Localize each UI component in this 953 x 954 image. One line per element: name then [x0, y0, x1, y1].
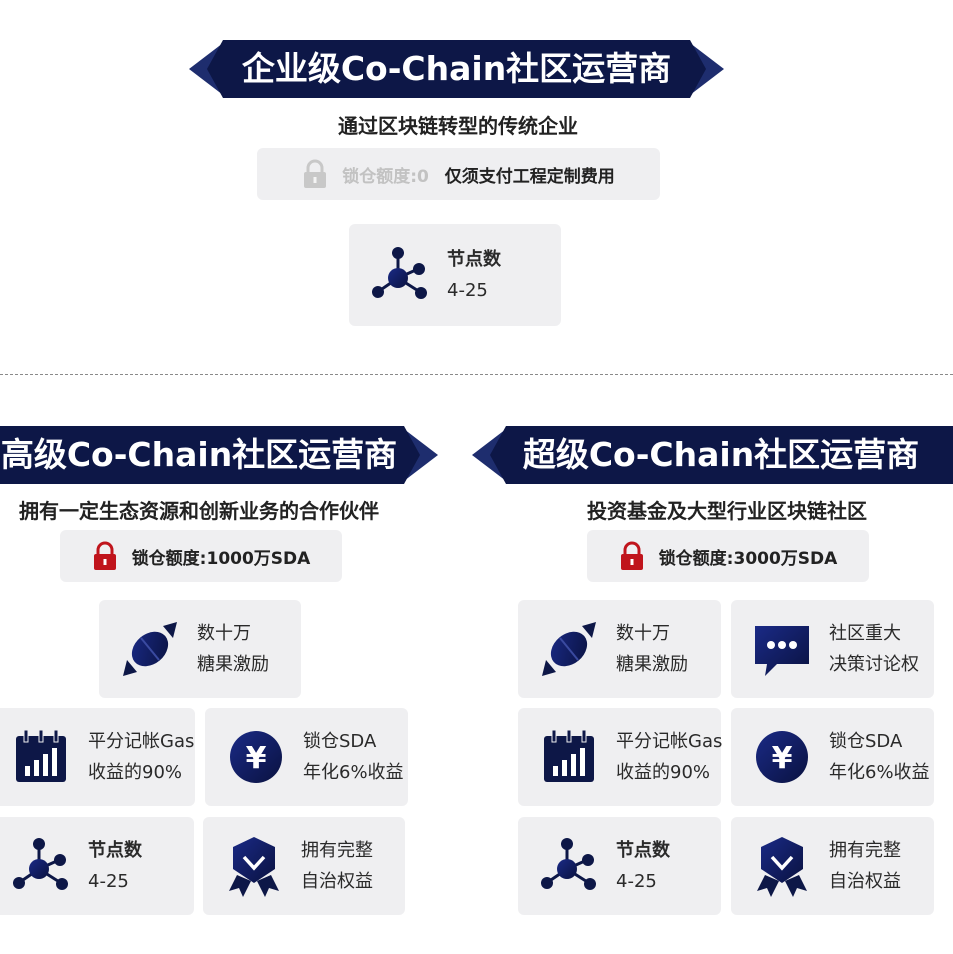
super-gas-line2: 收益的90% [616, 762, 711, 783]
badge-check-icon [757, 837, 807, 897]
super-subtitle: 投资基金及大型行业区块链社区 [587, 499, 867, 523]
calendar-chart-icon [544, 729, 594, 782]
super-vote-line2: 决策讨论权 [829, 654, 919, 675]
chat-bubble-icon [755, 626, 809, 676]
super-lock-sda-line1: 锁仓SDA [829, 731, 903, 752]
senior-nodes-card: 节点数 4-25 [0, 817, 194, 915]
senior-lock-box: 锁仓额度:1000万SDA [60, 530, 342, 582]
enterprise-lock-box: 锁仓额度:0 仅须支付工程定制费用 [257, 148, 660, 200]
candy-icon [542, 622, 596, 676]
padlock-icon [620, 541, 643, 570]
enterprise-nodes-card: 节点数 4-25 [349, 224, 561, 326]
svg-text:¥: ¥ [246, 741, 267, 776]
super-lock-label: 锁仓额度:3000万SDA [658, 548, 838, 569]
super-nodes-label: 节点数 [616, 840, 670, 861]
super-title-banner: 超级Co-Chain社区运营商 [472, 426, 953, 484]
senior-lock-sda-line2: 年化6%收益 [303, 762, 404, 783]
senior-autonomy-line1: 拥有完整 [301, 840, 373, 861]
calendar-chart-icon [16, 729, 66, 782]
senior-lock-sda-line1: 锁仓SDA [303, 731, 377, 752]
enterprise-nodes-value: 4-25 [447, 280, 488, 301]
senior-autonomy-card: 拥有完整 自治权益 [203, 817, 405, 915]
super-autonomy-line2: 自治权益 [829, 871, 901, 892]
senior-lock-label: 锁仓额度:1000万SDA [131, 548, 311, 569]
super-lock-box: 锁仓额度:3000万SDA [587, 530, 869, 582]
senior-autonomy-line2: 自治权益 [301, 871, 373, 892]
svg-text:¥: ¥ [772, 741, 793, 776]
candy-icon [123, 622, 177, 676]
senior-candy-line1: 数十万 [197, 623, 251, 644]
super-nodes-card: 节点数 4-25 [518, 817, 721, 915]
senior-candy-card: 数十万 糖果激励 [99, 600, 301, 698]
super-lock-sda-line2: 年化6%收益 [829, 762, 930, 783]
padlock-icon [304, 159, 327, 188]
senior-title: 高级Co-Chain社区运营商 [0, 426, 420, 484]
enterprise-title-banner: 企业级Co-Chain社区运营商 [189, 40, 724, 98]
senior-title-banner: 高级Co-Chain社区运营商 [0, 426, 438, 484]
super-autonomy-line1: 拥有完整 [829, 840, 901, 861]
super-vote-card: 社区重大 决策讨论权 [731, 600, 934, 698]
super-candy-line2: 糖果激励 [616, 654, 688, 675]
enterprise-subtitle: 通过区块链转型的传统企业 [338, 114, 578, 138]
super-gas-line1: 平分记帐Gas [616, 731, 723, 752]
super-autonomy-card: 拥有完整 自治权益 [731, 817, 934, 915]
senior-subtitle: 拥有一定生态资源和创新业务的合作伙伴 [19, 499, 379, 523]
senior-lock-sda-card: ¥ 锁仓SDA 年化6%收益 [205, 708, 408, 806]
super-title: 超级Co-Chain社区运营商 [490, 426, 953, 484]
enterprise-title: 企业级Co-Chain社区运营商 [207, 40, 706, 98]
super-candy-line1: 数十万 [616, 623, 670, 644]
badge-check-icon [229, 837, 279, 897]
super-gas-card: 平分记帐Gas 收益的90% [518, 708, 723, 806]
node-network-icon [541, 838, 596, 890]
senior-gas-line2: 收益的90% [88, 762, 183, 783]
yen-coin-icon: ¥ [230, 731, 282, 783]
senior-nodes-label: 节点数 [88, 840, 142, 861]
super-nodes-value: 4-25 [616, 871, 657, 892]
senior-nodes-value: 4-25 [88, 871, 129, 892]
senior-candy-line2: 糖果激励 [197, 654, 269, 675]
node-network-icon [13, 838, 68, 890]
super-candy-card: 数十万 糖果激励 [518, 600, 721, 698]
super-lock-sda-card: ¥ 锁仓SDA 年化6%收益 [731, 708, 934, 806]
yen-coin-icon: ¥ [756, 731, 808, 783]
node-network-icon [372, 247, 427, 299]
super-vote-line1: 社区重大 [829, 623, 901, 644]
enterprise-nodes-label: 节点数 [447, 249, 501, 270]
section-divider [0, 374, 953, 375]
senior-gas-line1: 平分记帐Gas [88, 731, 195, 752]
padlock-icon [93, 541, 116, 570]
enterprise-lock-label: 锁仓额度:0 [342, 166, 429, 187]
senior-gas-card: 平分记帐Gas 收益的90% [0, 708, 195, 806]
enterprise-lock-note: 仅须支付工程定制费用 [444, 166, 615, 187]
